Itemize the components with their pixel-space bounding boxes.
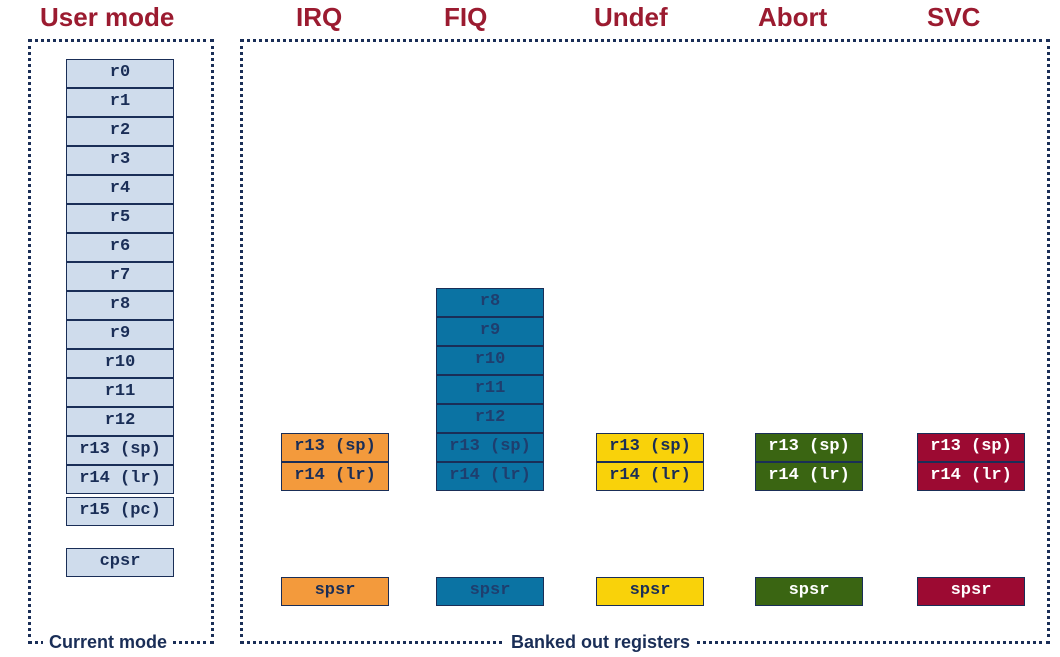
register-svc-r13-sp: r13 (sp) [917,433,1025,462]
register-fiq-r9: r9 [436,317,544,346]
register-user-r9: r9 [66,320,174,349]
register-user-r6: r6 [66,233,174,262]
banked-registers-label: Banked out registers [505,632,697,653]
register-user-r1: r1 [66,88,174,117]
current-mode-label: Current mode [43,632,174,653]
register-user-r7: r7 [66,262,174,291]
register-user-r12: r12 [66,407,174,436]
register-svc-spsr: spsr [917,577,1025,606]
register-user-r5: r5 [66,204,174,233]
register-user-r4: r4 [66,175,174,204]
register-irq-r14-lr: r14 (lr) [281,462,389,491]
title-undef: Undef [594,2,668,32]
register-user-r14-lr: r14 (lr) [66,465,174,494]
register-undef-r13-sp: r13 (sp) [596,433,704,462]
register-svc-r14-lr: r14 (lr) [917,462,1025,491]
register-user-r15-pc: r15 (pc) [66,497,174,526]
title-user-mode: User mode [40,2,175,32]
register-user-r3: r3 [66,146,174,175]
register-irq-r13-sp: r13 (sp) [281,433,389,462]
register-abort-r14-lr: r14 (lr) [755,462,863,491]
title-abort: Abort [758,2,828,32]
register-fiq-r10: r10 [436,346,544,375]
register-user-r11: r11 [66,378,174,407]
register-abort-spsr: spsr [755,577,863,606]
register-undef-spsr: spsr [596,577,704,606]
register-user-r2: r2 [66,117,174,146]
register-irq-spsr: spsr [281,577,389,606]
register-fiq-r8: r8 [436,288,544,317]
register-fiq-r13-sp: r13 (sp) [436,433,544,462]
register-fiq-r14-lr: r14 (lr) [436,462,544,491]
register-fiq-spsr: spsr [436,577,544,606]
register-user-cpsr: cpsr [66,548,174,577]
title-fiq: FIQ [444,2,488,32]
title-irq: IRQ [296,2,343,32]
register-user-r10: r10 [66,349,174,378]
register-fiq-r11: r11 [436,375,544,404]
register-fiq-r12: r12 [436,404,544,433]
register-user-r0: r0 [66,59,174,88]
register-user-r13-sp: r13 (sp) [66,436,174,465]
register-user-r8: r8 [66,291,174,320]
register-abort-r13-sp: r13 (sp) [755,433,863,462]
banked-registers-frame [240,39,1050,644]
register-undef-r14-lr: r14 (lr) [596,462,704,491]
title-svc: SVC [927,2,981,32]
